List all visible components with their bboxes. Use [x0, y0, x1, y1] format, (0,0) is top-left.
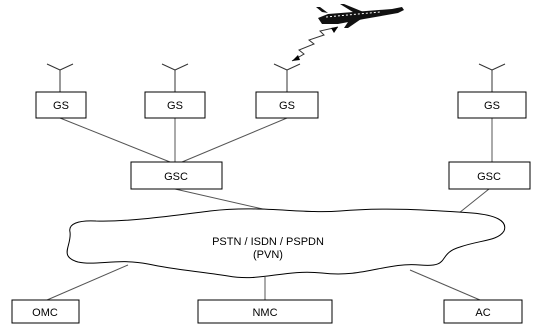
gs-label: GS [167, 100, 183, 112]
gs-label: GS [53, 100, 69, 112]
gs-box: GS [144, 91, 206, 119]
gs-label: GS [484, 100, 500, 112]
nmc-box: NMC [197, 299, 333, 324]
network-cloud [66, 208, 506, 279]
antenna-icon [478, 63, 506, 92]
antenna-icon [161, 63, 189, 92]
gsc-label: GSC [477, 171, 501, 183]
gsc-box: GSC [448, 161, 531, 190]
gs-box: GS [457, 91, 527, 119]
network-label: PSTN / ISDN / PSPDN [212, 236, 324, 248]
ac-box: AC [443, 299, 523, 324]
nmc-label: NMC [252, 307, 277, 319]
gsc-label: GSC [164, 171, 188, 183]
ac-label: AC [475, 307, 490, 319]
gsc-box: GSC [130, 161, 223, 190]
antenna-icon [273, 63, 301, 92]
network-sublabel: (PVN) [253, 249, 283, 261]
gs-box: GS [35, 91, 87, 119]
airplane-icon [316, 4, 404, 28]
antenna-icon [46, 63, 74, 92]
gs-box: GS [255, 91, 319, 119]
omc-label: OMC [32, 307, 58, 319]
gs-label: GS [279, 100, 295, 112]
zigzag-link-icon [291, 26, 339, 62]
omc-box: OMC [11, 299, 80, 324]
